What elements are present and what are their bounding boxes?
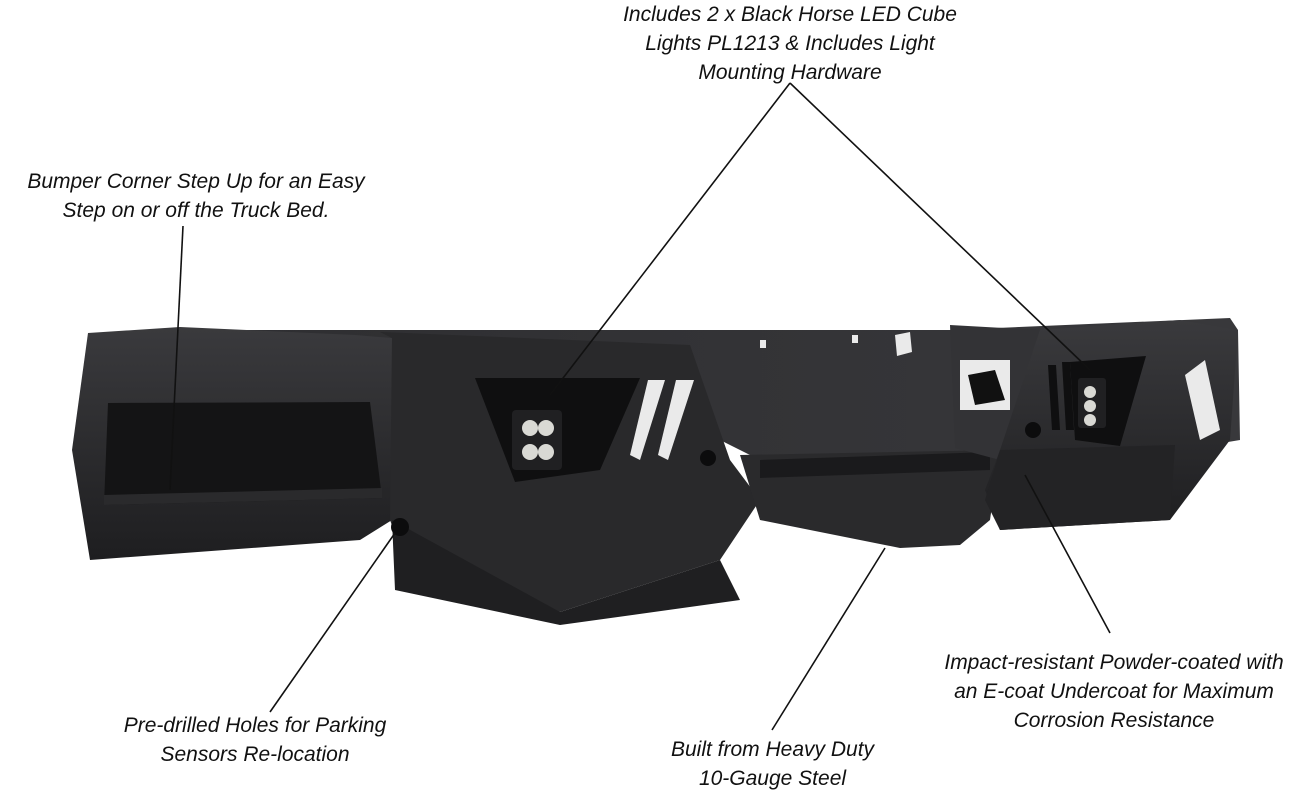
callout-parking-sensors: Pre-drilled Holes for Parking Sensors Re… bbox=[95, 711, 415, 769]
leader-lines bbox=[169, 82, 1111, 731]
sensor-hole-right bbox=[1025, 422, 1041, 438]
callout-cube-lights: Includes 2 x Black Horse LED Cube Lights… bbox=[560, 0, 1020, 87]
sensor-hole-center bbox=[700, 450, 716, 466]
callout-corner-step-line-1: Bumper Corner Step Up for an Easy bbox=[27, 170, 365, 193]
callout-powder-coat-line-2: an E-coat Undercoat for Maximum bbox=[954, 680, 1274, 703]
callout-steel-line-2: 10-Gauge Steel bbox=[698, 767, 847, 790]
callout-steel: Built from Heavy Duty 10-Gauge Steel bbox=[630, 735, 915, 793]
callout-cube-lights-line-2: Lights PL1213 & Includes Light bbox=[645, 32, 935, 55]
callout-powder-coat-line-3: Corrosion Resistance bbox=[1013, 709, 1215, 732]
callout-powder-coat-line-1: Impact-resistant Powder-coated with bbox=[944, 651, 1284, 674]
callout-powder-coat: Impact-resistant Powder-coated with an E… bbox=[914, 648, 1314, 735]
sensor-hole-left bbox=[391, 518, 409, 536]
callout-cube-lights-line-1: Includes 2 x Black Horse LED Cube bbox=[623, 3, 957, 26]
callout-cube-lights-line-3: Mounting Hardware bbox=[698, 61, 882, 84]
callout-parking-sensors-line-2: Sensors Re-location bbox=[160, 743, 350, 766]
callout-steel-line-1: Built from Heavy Duty bbox=[670, 738, 875, 761]
callout-parking-sensors-line-1: Pre-drilled Holes for Parking bbox=[123, 714, 387, 737]
callout-corner-step-line-2: Step on or off the Truck Bed. bbox=[62, 199, 330, 222]
callout-corner-step: Bumper Corner Step Up for an Easy Step o… bbox=[0, 167, 392, 225]
left-led-cube bbox=[512, 410, 562, 470]
